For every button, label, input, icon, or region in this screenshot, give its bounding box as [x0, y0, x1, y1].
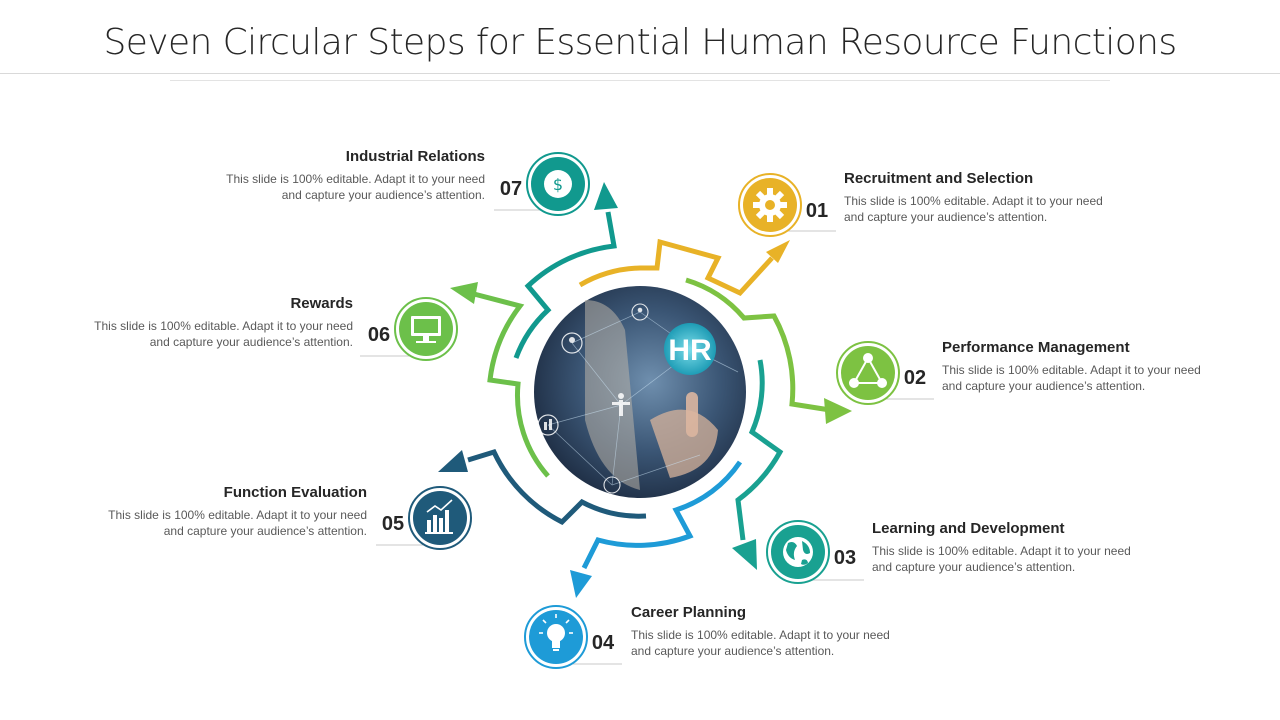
arrow-segment-06 — [473, 291, 550, 478]
hr-label: HR — [668, 334, 712, 367]
step-03-text: Learning and Development This slide is 1… — [872, 520, 1142, 575]
step-06-icon-circle — [394, 297, 458, 361]
step-02-number: 02 — [903, 367, 927, 389]
arrowhead-07 — [594, 182, 618, 210]
arrowhead-04 — [570, 570, 592, 598]
arrowhead-05 — [438, 450, 468, 472]
step-04-text: Career Planning This slide is 100% edita… — [631, 604, 901, 659]
step-03-number: 03 — [833, 547, 857, 569]
arrow-segment-04 — [581, 460, 743, 570]
arrow-segment-03 — [735, 359, 784, 541]
arrowhead-03 — [732, 539, 757, 570]
page-title: Seven Circular Steps for Essential Human… — [103, 22, 1177, 63]
step-05-description: This slide is 100% editable. Adapt it to… — [108, 508, 367, 538]
lightbulb-icon — [539, 614, 573, 651]
step-07-icon-circle: $ — [526, 152, 590, 216]
step-01-icon-circle — [738, 173, 802, 237]
step-06-description: This slide is 100% editable. Adapt it to… — [94, 319, 353, 349]
cycle-icon — [849, 353, 887, 388]
step-01-title: Recruitment and Selection — [844, 170, 1034, 187]
step-05-number: 05 — [381, 513, 405, 535]
gear-icon — [753, 188, 787, 222]
step-04-title: Career Planning — [631, 604, 747, 621]
arrow-segment-01 — [578, 238, 774, 297]
step-07-text: Industrial Relations This slide is 100% … — [215, 148, 485, 203]
arrow-segment-02 — [685, 277, 831, 413]
step-02-description: This slide is 100% editable. Adapt it to… — [942, 363, 1201, 393]
arrow-segment-07 — [513, 211, 617, 359]
step-05-icon-circle — [408, 486, 472, 550]
step-06-title: Rewards — [290, 295, 353, 312]
svg-text:$: $ — [553, 175, 563, 194]
globe-icon — [783, 537, 813, 567]
step-04-description: This slide is 100% editable. Adapt it to… — [631, 628, 890, 658]
step-03-title: Learning and Development — [872, 520, 1065, 537]
step-07-number: 07 — [499, 178, 523, 200]
arrow-segment-05 — [467, 448, 647, 526]
step-02-title: Performance Management — [942, 339, 1130, 356]
step-01-description: This slide is 100% editable. Adapt it to… — [844, 194, 1103, 224]
step-01-text: Recruitment and Selection This slide is … — [844, 170, 1114, 225]
hr-center-image: HR — [534, 286, 746, 498]
bar-chart-icon — [425, 499, 453, 534]
step-04-number: 04 — [591, 632, 615, 654]
step-01-number: 01 — [805, 200, 829, 222]
arrowhead-02 — [824, 398, 852, 424]
step-02-text: Performance Management This slide is 100… — [942, 339, 1212, 394]
monitor-icon — [411, 316, 441, 343]
header-divider-thin — [170, 80, 1110, 81]
arrowhead-01 — [766, 240, 790, 263]
step-03-icon-circle — [766, 520, 830, 584]
step-06-number: 06 — [367, 324, 391, 346]
step-04-icon-circle — [524, 605, 588, 669]
step-02-icon-circle — [836, 341, 900, 405]
step-07-title: Industrial Relations — [345, 148, 485, 165]
arrowhead-06 — [450, 282, 478, 304]
step-05-text: Function Evaluation This slide is 100% e… — [97, 484, 367, 539]
step-03-description: This slide is 100% editable. Adapt it to… — [872, 544, 1131, 574]
step-05-title: Function Evaluation — [223, 484, 367, 501]
step-07-description: This slide is 100% editable. Adapt it to… — [226, 172, 485, 202]
header-divider — [0, 73, 1280, 74]
dollar-icon: $ — [544, 170, 572, 198]
step-06-text: Rewards This slide is 100% editable. Ada… — [83, 295, 353, 350]
